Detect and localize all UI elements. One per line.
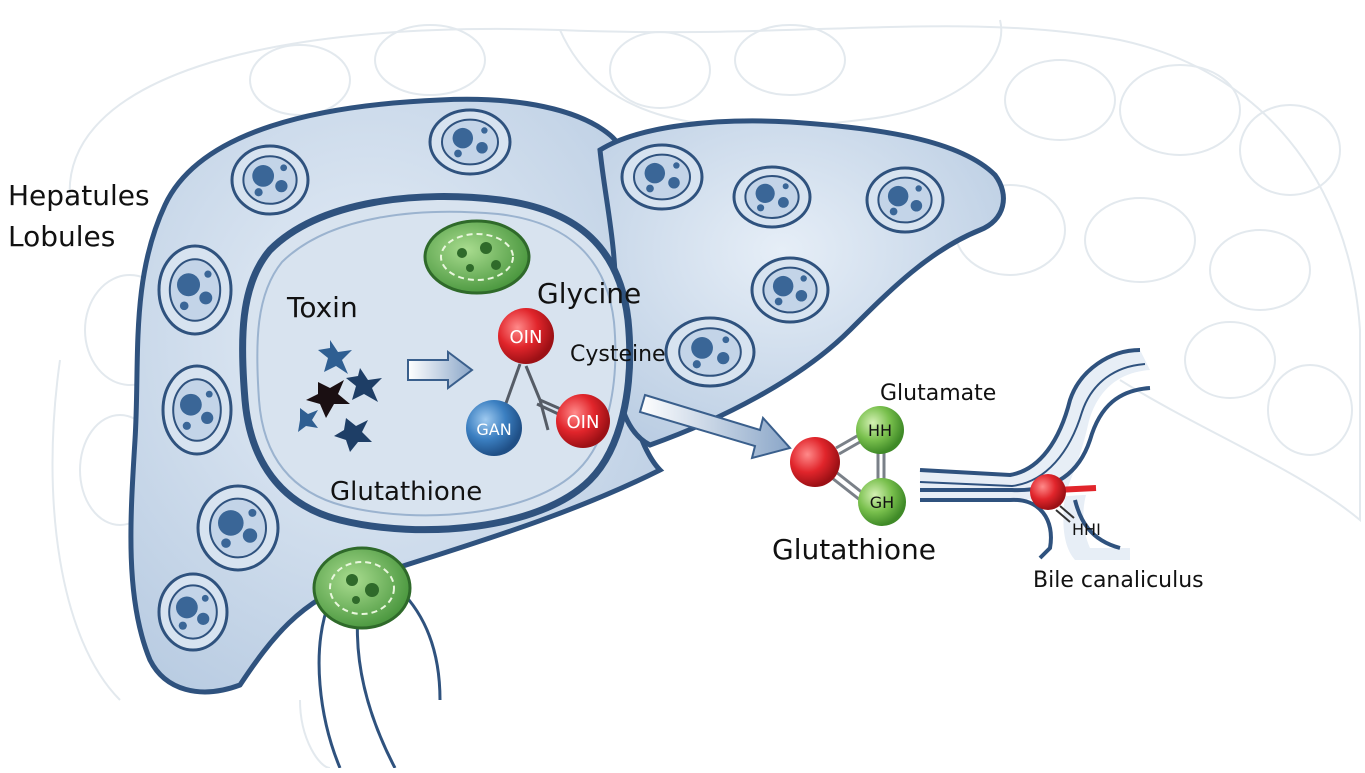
atom-oin-right: OIN <box>556 394 610 448</box>
atom-oin-right-label: OIN <box>567 412 600 433</box>
label-toxin: Toxin <box>286 291 358 324</box>
export-arrow <box>638 393 792 460</box>
label-bile-canaliculus: Bile canaliculus <box>1033 568 1204 593</box>
background-cells <box>51 19 1361 769</box>
hepatocyte-cell <box>157 572 229 652</box>
label-glutamate: Glutamate <box>880 381 996 406</box>
atom-oin-top-label: OIN <box>510 327 543 348</box>
atom-red-outer <box>790 437 840 487</box>
hepatocyte-cell <box>732 165 812 229</box>
label-glutathione-inner: Glutathione <box>330 477 482 507</box>
hepatocyte-cell <box>196 484 280 572</box>
hepatocyte-cell <box>620 143 704 211</box>
atom-hh-label: HH <box>868 421 892 440</box>
atom-oin-top: OIN <box>498 308 554 364</box>
bile-atom-label: HHI <box>1072 520 1101 539</box>
reaction-arrow <box>407 350 474 390</box>
atom-gh: GH <box>858 478 906 526</box>
bile-atom: HHI <box>1030 474 1101 539</box>
hepatocyte-cell <box>664 316 756 388</box>
hepatocyte-cell <box>161 364 233 456</box>
green-organelle-top <box>423 219 531 295</box>
hepatocyte-cell <box>230 144 310 216</box>
label-glutathione-outer: Glutathione <box>772 533 936 566</box>
hepatocyte-cell <box>428 108 512 176</box>
hepatocyte-cell <box>750 256 830 324</box>
label-glycine: Glycine <box>537 277 641 310</box>
atom-hh: HH <box>856 406 904 454</box>
central-hepatocyte-inner-membrane <box>256 210 617 517</box>
hepatocyte-cell <box>157 244 233 336</box>
toxin-particles <box>298 340 382 452</box>
atom-gan-label: GAN <box>476 420 511 439</box>
label-hepatules: Hepatules <box>8 179 150 212</box>
label-lobules: Lobules <box>8 220 115 253</box>
hepatocyte-cell <box>865 166 945 234</box>
hepatocyte-cells <box>157 108 945 652</box>
label-cysteine: Cysteine <box>570 342 666 367</box>
atom-gh-label: GH <box>870 493 894 512</box>
atom-gan: GAN <box>466 400 522 456</box>
green-organelle-bottom <box>312 546 412 630</box>
